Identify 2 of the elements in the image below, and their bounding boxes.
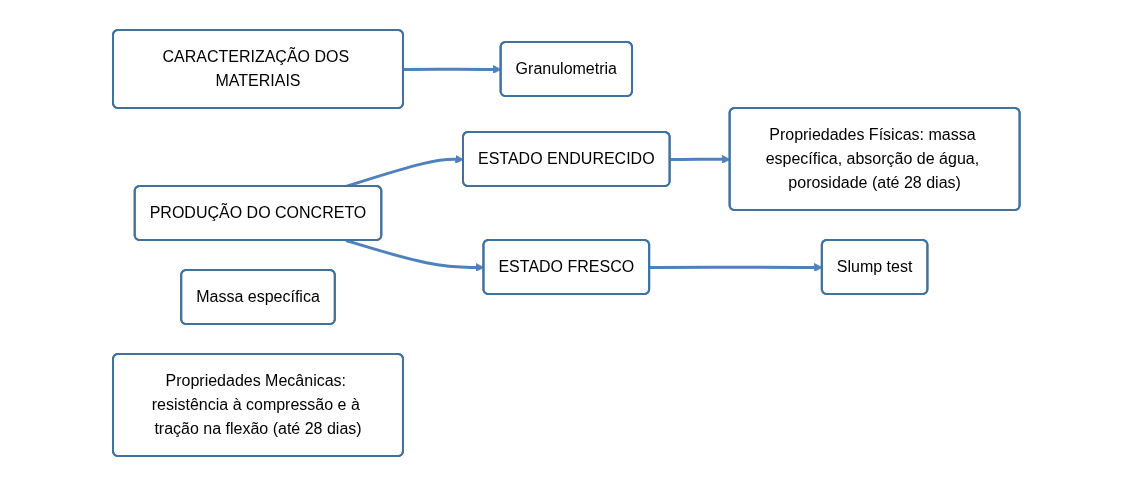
node-text: Propriedades Mecânicas: resistência à compressão e à tração na flexão (até 28 dias): [151, 372, 362, 437]
node-text: CARACTERIZAÇÃO DOS MATERIAIS: [162, 48, 349, 89]
